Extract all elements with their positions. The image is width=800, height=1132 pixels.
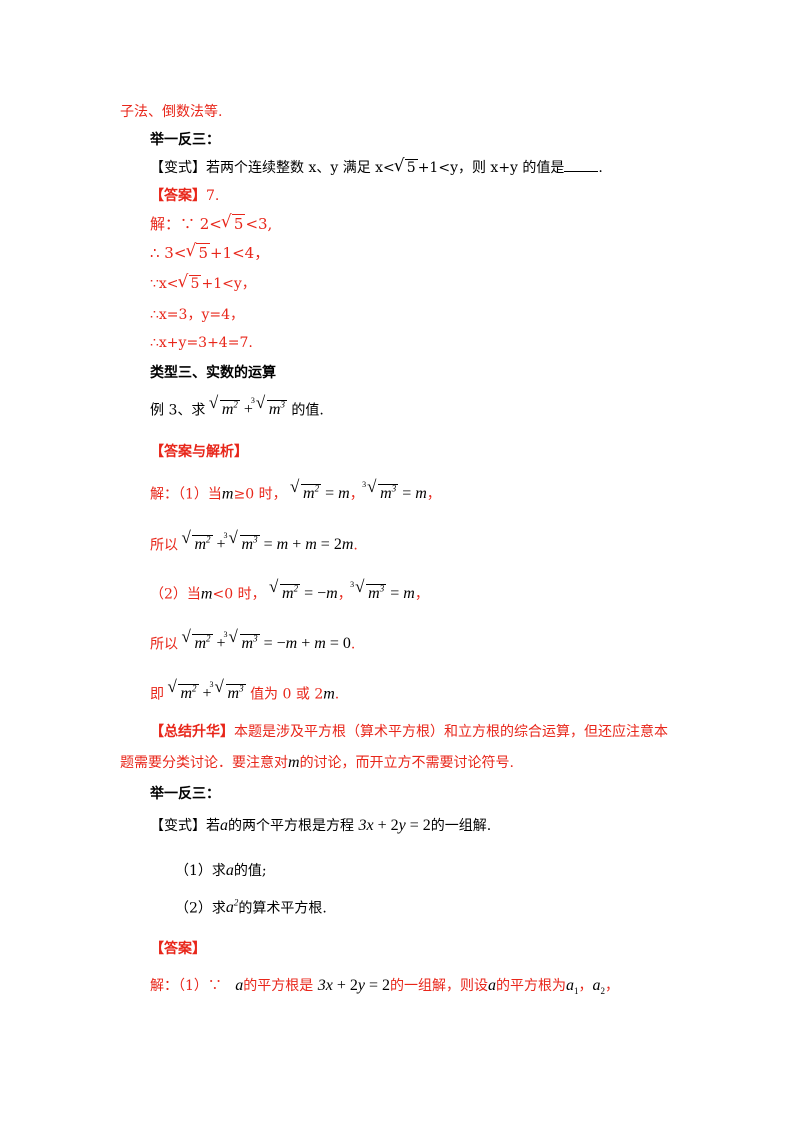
sub-question: （2）求a2的算术平方根.	[175, 898, 327, 917]
answer-line: 【答案】7.	[150, 188, 220, 204]
example-3: 例 3、求 m2 + 3m3 的值.	[150, 394, 324, 419]
solution-step: ∴x+y=3+4=7.	[150, 335, 253, 351]
solution-step: 解：（1）当m≥0 时， m2 = m， 3m3 = m，	[150, 478, 441, 503]
section-heading: 举一反三：	[150, 132, 220, 148]
solution-step: 所以 m2 + 3m3 = −m + m = 0.	[150, 628, 355, 653]
exercise-variant: 【变式】若两个连续整数 x、y 满足 x<5+1<y，则 x+y 的值是.	[150, 157, 603, 177]
answer-blank	[564, 159, 599, 172]
section-heading: 举一反三：	[150, 786, 220, 802]
solution-step: ∴x=3，y=4，	[150, 307, 244, 323]
answer-analysis-heading: 【答案与解析】	[150, 444, 248, 460]
solution-step: 解：∵ 2<5<3,	[150, 213, 272, 233]
summary-line: 题需要分类讨论．要注意对m的讨论，而开立方不需要讨论符号.	[120, 754, 515, 771]
math-expression: m2 + 3m3	[209, 394, 287, 419]
section-heading: 类型三、实数的运算	[150, 365, 276, 381]
solution-conclusion: 即 m2 + 3m3 值为 0 或 2m.	[150, 678, 339, 703]
solution-step: ∵x<5+1<y，	[150, 273, 256, 293]
sub-question: （1）求a的值;	[175, 862, 267, 879]
solution-step: （2）当m<0 时， m2 = −m， 3m3 = m，	[150, 578, 429, 603]
solution-step: 解：（1）∵ a的平方根是 3x + 2y = 2的一组解，则设a的平方根为a1…	[150, 977, 620, 997]
exercise-variant: 【变式】若a的两个平方根是方程 3x + 2y = 2的一组解.	[150, 817, 492, 834]
answer-heading: 【答案】	[150, 941, 206, 957]
summary-line: 【总结升华】本题是涉及平方根（算术平方根）和立方根的综合运算，但还应注意本	[150, 724, 668, 740]
solution-step: ∴ 3<5+1<4，	[150, 242, 269, 262]
text-line: 子法、倒数法等.	[120, 104, 223, 120]
solution-step: 所以 m2 + 3m3 = m + m = 2m.	[150, 529, 358, 554]
